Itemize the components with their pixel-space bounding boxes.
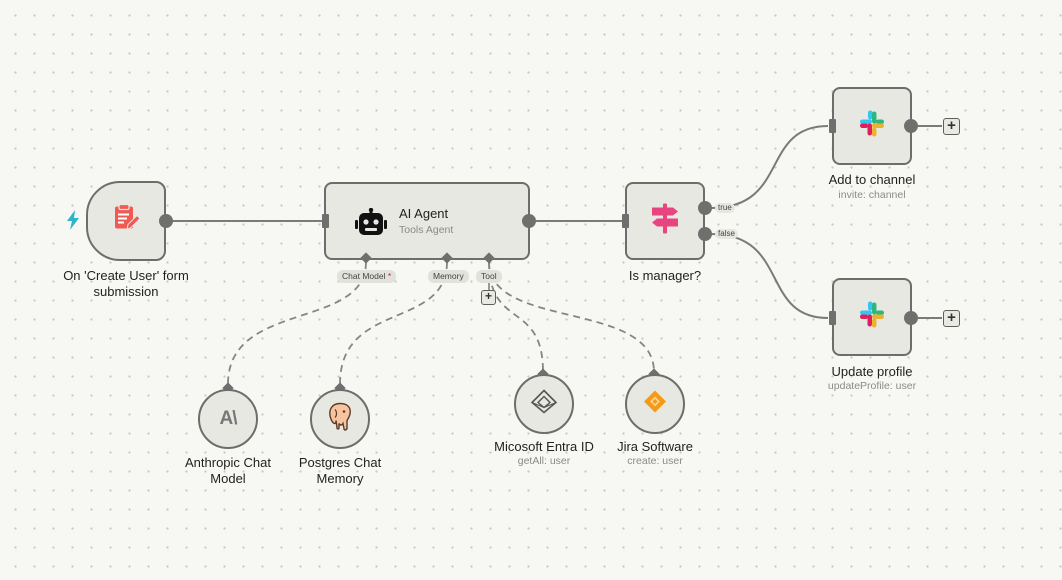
add-to-channel-subtitle: invite: channel [838, 189, 906, 201]
update-profile-output-connector[interactable] [904, 311, 918, 325]
entra-icon [530, 389, 558, 420]
chat-model-port-label: Chat Model * [337, 270, 397, 283]
ai-agent-input-connector[interactable] [322, 214, 329, 228]
false-branch-label: false [715, 229, 738, 239]
jira-title: Jira Software [617, 439, 693, 454]
add-to-channel-output-connector[interactable] [904, 119, 918, 133]
add-node-after-profile-button[interactable]: + [943, 310, 960, 327]
jira-icon [643, 390, 667, 419]
form-trigger-output-connector[interactable] [159, 214, 173, 228]
anthropic-title-line2: Model [210, 471, 246, 486]
is-manager-input-connector[interactable] [622, 214, 629, 228]
true-branch-connector[interactable] [698, 201, 712, 215]
form-trigger-node[interactable] [86, 181, 166, 261]
postgres-elephant-icon [326, 402, 354, 437]
ai-agent-subtitle: Tools Agent [399, 224, 454, 236]
is-manager-node[interactable] [625, 182, 705, 260]
postgres-title: Postgres Chat Memory [270, 455, 410, 487]
false-branch-connector[interactable] [698, 227, 712, 241]
update-profile-subtitle: updateProfile: user [827, 380, 917, 392]
ai-agent-node[interactable]: AI Agent Tools Agent [324, 182, 530, 260]
add-to-channel-title: Add to channel [828, 172, 916, 187]
anthropic-title: Anthropic Chat Model [158, 455, 298, 487]
add-node-after-channel-button[interactable]: + [943, 118, 960, 135]
tool-port-label: Tool [476, 270, 502, 283]
postgres-title-line1: Postgres Chat [298, 455, 382, 470]
anthropic-chat-model-node[interactable]: A\ [198, 389, 258, 449]
required-mark: * [387, 271, 392, 281]
update-profile-node[interactable] [832, 278, 912, 356]
slack-icon [856, 108, 888, 145]
signpost-icon [649, 202, 681, 241]
form-trigger-title: On 'Create User' form submission [46, 268, 206, 300]
robot-icon [354, 207, 388, 243]
ai-agent-output-connector[interactable] [522, 214, 536, 228]
postgres-chat-memory-node[interactable] [310, 389, 370, 449]
chat-model-label-text: Chat Model [342, 271, 386, 281]
update-profile-input-connector[interactable] [829, 311, 836, 325]
ai-agent-title: AI Agent [399, 206, 449, 221]
true-branch-label: true [715, 203, 735, 213]
is-manager-title: Is manager? [628, 268, 702, 283]
jira-software-node[interactable] [625, 374, 685, 434]
entra-id-node[interactable] [514, 374, 574, 434]
add-to-channel-node[interactable] [832, 87, 912, 165]
entra-subtitle: getAll: user [517, 455, 571, 467]
form-icon [111, 203, 141, 239]
trigger-bolt-icon [66, 210, 80, 235]
update-profile-title: Update profile [831, 364, 913, 379]
add-to-channel-input-connector[interactable] [829, 119, 836, 133]
add-tool-button[interactable]: + [481, 290, 496, 305]
form-trigger-title-line2: submission [93, 284, 159, 299]
anthropic-icon: A\ [219, 408, 238, 429]
jira-subtitle: create: user [627, 455, 683, 467]
memory-port-label: Memory [428, 270, 469, 283]
slack-icon [856, 299, 888, 336]
entra-title: Micosoft Entra ID [494, 439, 594, 454]
form-trigger-title-line1: On 'Create User' form [63, 268, 189, 283]
anthropic-title-line1: Anthropic Chat [185, 455, 271, 470]
postgres-title-line2: Memory [316, 471, 364, 486]
